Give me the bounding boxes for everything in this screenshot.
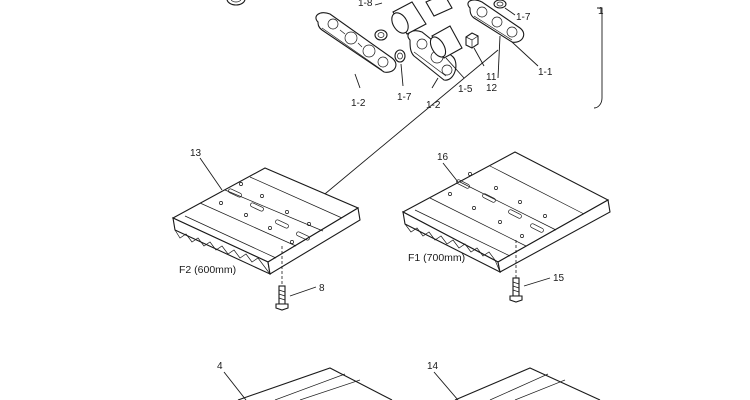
label-13: 13 xyxy=(190,148,202,159)
nut-11 xyxy=(465,32,479,49)
seal-1-7-right xyxy=(493,0,507,9)
label-1-7-mid: 1-7 xyxy=(397,92,412,103)
label-1-8: 1-8 xyxy=(358,0,373,9)
seal-1-7-top xyxy=(374,29,388,41)
label-4: 4 xyxy=(217,361,223,372)
label-12: 12 xyxy=(486,83,498,94)
label-1-5: 1-5 xyxy=(458,84,473,95)
track-shoe-f2 xyxy=(171,167,361,275)
label-1: 1 xyxy=(598,6,604,17)
label-f1-700mm: F1 (700mm) xyxy=(408,252,465,264)
label-1-2-left: 1-2 xyxy=(351,98,366,109)
label-1-7-top: 1-7 xyxy=(516,12,531,23)
label-1-1: 1-1 xyxy=(538,67,553,78)
shoe-bolt-8 xyxy=(275,285,289,311)
partial-part-top-left xyxy=(226,0,246,6)
track-shoe-14 xyxy=(454,367,601,400)
label-11: 11 xyxy=(486,72,497,83)
pin-upper xyxy=(425,0,453,17)
seal-1-7-mid xyxy=(394,49,406,63)
track-shoe-f1 xyxy=(401,151,611,274)
label-f2-600mm: F2 (600mm) xyxy=(179,264,236,276)
label-15: 15 xyxy=(553,273,565,284)
bushing-1-8 xyxy=(391,1,427,35)
track-link-1-2-left xyxy=(315,12,397,73)
shoe-bolt-15 xyxy=(509,277,523,303)
label-16: 16 xyxy=(437,152,449,163)
label-14: 14 xyxy=(427,361,439,372)
label-8: 8 xyxy=(319,283,325,294)
pin-1-5 xyxy=(429,25,463,59)
track-link-1-1 xyxy=(467,0,525,43)
label-1-2-mid: 1-2 xyxy=(426,100,441,111)
track-shoe-4 xyxy=(237,367,393,400)
